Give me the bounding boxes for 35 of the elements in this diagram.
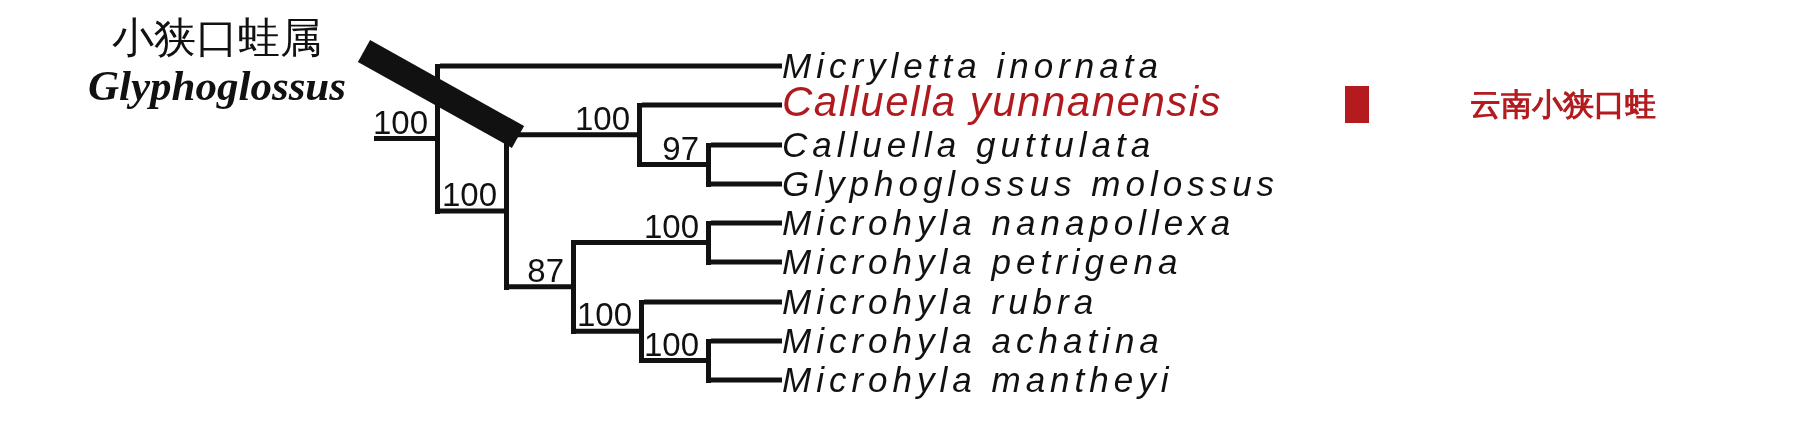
branch-line — [440, 63, 782, 69]
taxon-name: Glyphoglossus molossus — [782, 166, 1280, 202]
latin-genus-name: Glyphoglossus — [87, 63, 347, 109]
taxon-name: Micryletta inornata — [782, 48, 1163, 84]
bootstrap-value: 100 — [643, 209, 699, 243]
taxon-name: Microhyla nanapollexa — [782, 205, 1236, 241]
branch-line — [440, 208, 504, 214]
branch-line — [711, 338, 782, 344]
branch-line — [576, 328, 639, 334]
taxon-name: Microhyla petrigena — [782, 244, 1183, 280]
branch-line — [576, 240, 706, 245]
bootstrap-value: 100 — [643, 327, 699, 361]
root-branch-line — [374, 136, 435, 141]
bootstrap-value: 97 — [662, 131, 699, 165]
branch-line — [644, 358, 706, 363]
branch-line — [642, 162, 706, 167]
branch-line — [711, 377, 782, 383]
branch-line — [642, 102, 782, 108]
chinese-genus-name: 小狭口蛙属 — [112, 13, 322, 63]
legend-label: 云南小狭口蛙 — [1470, 87, 1656, 121]
branch-line — [711, 142, 782, 148]
taxon-name: Microhyla mantheyi — [782, 362, 1174, 398]
branch-line — [644, 299, 782, 305]
branch-line — [711, 220, 782, 226]
branch-line — [711, 259, 782, 265]
taxon-name: Microhyla achatina — [782, 323, 1164, 359]
bootstrap-value: 100 — [372, 105, 428, 139]
taxon-name: Microhyla rubra — [782, 284, 1099, 320]
bootstrap-value: 100 — [441, 178, 497, 211]
branch-line — [509, 284, 571, 290]
bootstrap-value: 100 — [574, 101, 630, 135]
bootstrap-value: 100 — [576, 298, 632, 332]
taxon-name: Calluella guttulata — [782, 127, 1156, 163]
bootstrap-value: 87 — [527, 253, 564, 287]
branch-line — [711, 181, 782, 187]
